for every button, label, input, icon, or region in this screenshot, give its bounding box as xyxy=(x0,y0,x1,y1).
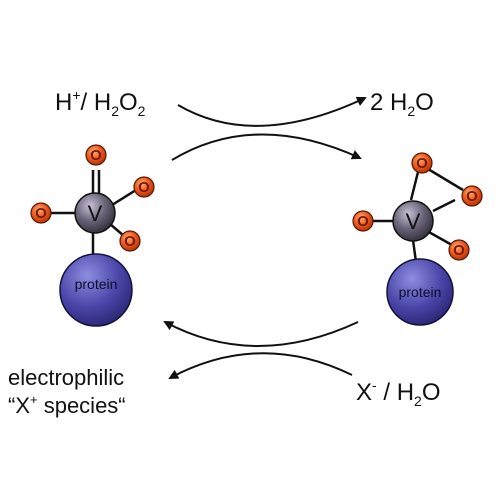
protein-label: protein xyxy=(399,284,442,300)
label-x-h2o: X- / H2O xyxy=(356,377,441,409)
label-electrophilic: electrophilic xyxy=(8,365,124,390)
arrow-bottom-outer xyxy=(168,352,353,379)
oxygen-right xyxy=(133,176,155,198)
oxygen-lower-right xyxy=(119,230,141,252)
oxygen-right-label: O xyxy=(138,179,150,196)
bond-protein xyxy=(411,239,418,263)
arrow-bottom-inner xyxy=(163,321,359,347)
protein-sphere xyxy=(386,258,454,326)
oxygen-peroxo-right-label: O xyxy=(466,188,478,205)
vanadium-atom xyxy=(74,192,116,234)
oxygen-left xyxy=(30,202,52,224)
arrow-top-outer xyxy=(177,96,367,127)
arrow-top-inner xyxy=(171,133,362,161)
oxygen-lower-right-label: O xyxy=(453,242,465,259)
oxygen-peroxo-top xyxy=(411,152,433,174)
vanadium-label: V xyxy=(88,201,103,226)
oxygen-peroxo-top-label: O xyxy=(416,155,428,172)
left-vanadate-complex: protein V O O O O xyxy=(30,144,155,327)
oxygen-top-label: O xyxy=(90,147,102,164)
bond-o-o xyxy=(427,167,464,192)
bond-right xyxy=(111,188,137,207)
bond-peroxo-1 xyxy=(409,171,420,201)
right-peroxovanadate-complex: protein V O O O O xyxy=(352,152,483,326)
vanadium-atom xyxy=(392,200,434,242)
oxygen-left-label: O xyxy=(357,213,369,230)
oxygen-peroxo-right xyxy=(461,185,483,207)
oxygen-left-label: O xyxy=(35,205,47,222)
protein-sphere xyxy=(59,253,133,327)
oxygen-left xyxy=(352,210,374,232)
protein-label: protein xyxy=(75,276,118,292)
bond-peroxo-2 xyxy=(432,198,456,213)
vanadium-label: V xyxy=(406,209,421,234)
top-arrows xyxy=(171,96,367,161)
oxygen-lower-right-label: O xyxy=(124,233,136,250)
oxygen-top xyxy=(85,144,107,166)
oxygen-lower-right xyxy=(448,239,470,261)
label-x-species: “X+ species“ xyxy=(8,392,126,418)
bottom-arrows xyxy=(163,321,359,379)
label-h-h2o2: H+/ H2O2 xyxy=(55,87,146,119)
bond-lower-right xyxy=(109,223,125,237)
label-2-h2o: 2 H2O xyxy=(370,89,434,119)
bond-lower-right xyxy=(426,229,453,247)
